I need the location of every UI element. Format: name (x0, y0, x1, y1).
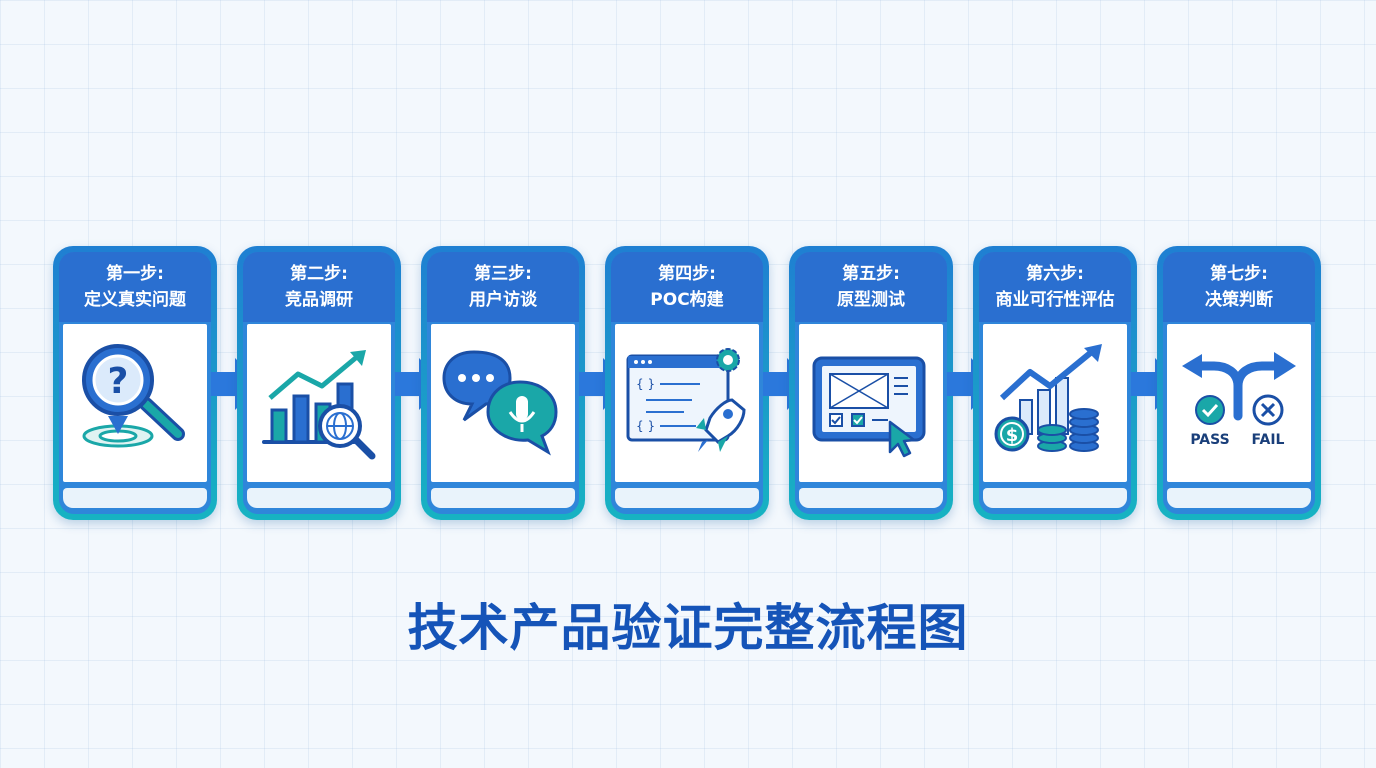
step-2-body (247, 324, 391, 482)
step-4-number: 第四步: (658, 264, 716, 284)
magnifier-question-icon: ? (82, 344, 185, 448)
currency-symbol: $ (1006, 425, 1019, 446)
step-4-header: 第四步: POC构建 (611, 252, 763, 322)
step-6-name: 商业可行性评估 (995, 290, 1115, 310)
svg-text:?: ? (108, 361, 129, 402)
step-1-card: 第一步: 定义真实问题 ? (53, 246, 217, 520)
step-6-footer (983, 488, 1127, 508)
step-3-footer (431, 488, 575, 508)
code-rocket-icon: { } { } (626, 348, 746, 452)
step-3-card: 第三步: 用户访谈 (421, 246, 585, 520)
step-7-footer (1167, 488, 1311, 508)
flow-arrow-1-icon (211, 358, 261, 410)
step-3-name: 用户访谈 (469, 290, 537, 310)
step-7-name: 决策判断 (1205, 290, 1273, 310)
step-6-body: $ (983, 324, 1127, 482)
step-2-header: 第二步: 竞品调研 (243, 252, 395, 322)
step-4-body: { } { } (615, 324, 759, 482)
step-1-number: 第一步: (106, 264, 164, 284)
flow-arrow-4-icon (763, 358, 813, 410)
step-3-body (431, 324, 575, 482)
coins-growth-icon: $ (994, 344, 1102, 452)
step-6-header: 第六步: 商业可行性评估 (979, 252, 1131, 322)
chat-microphone-icon (442, 350, 558, 456)
step-2-card: 第二步: 竞品调研 (237, 246, 401, 520)
step-2-number: 第二步: (290, 264, 348, 284)
flow-arrow-2-icon (395, 358, 445, 410)
svg-text:{ }: { } (636, 377, 655, 391)
step-7-header: 第七步: 决策判断 (1163, 252, 1315, 322)
step-4-name: POC构建 (650, 290, 724, 310)
step-7-card: 第七步: 决策判断 PASS FAIL (1157, 246, 1321, 520)
step-3-header: 第三步: 用户访谈 (427, 252, 579, 322)
step-7-number: 第七步: (1210, 264, 1268, 284)
pass-label: PASS (1190, 432, 1229, 448)
tablet-wireframe-icon (812, 356, 926, 458)
step-1-body: ? (63, 324, 207, 482)
flow-arrow-3-icon (579, 358, 629, 410)
step-6-card: 第六步: 商业可行性评估 (973, 246, 1137, 520)
step-2-footer (247, 488, 391, 508)
step-5-number: 第五步: (842, 264, 900, 284)
step-4-footer (615, 488, 759, 508)
step-5-body (799, 324, 943, 482)
flow-arrow-5-icon (947, 358, 997, 410)
step-1-header: 第一步: 定义真实问题 (59, 252, 211, 322)
flow-arrow-6-icon (1131, 358, 1181, 410)
fail-label: FAIL (1252, 432, 1285, 448)
fork-decision-icon: PASS FAIL (1182, 352, 1296, 448)
step-1-footer (63, 488, 207, 508)
step-5-name: 原型测试 (837, 290, 905, 310)
step-7-body: PASS FAIL (1167, 324, 1311, 482)
step-1-name: 定义真实问题 (84, 290, 186, 310)
step-5-card: 第五步: 原型测试 (789, 246, 953, 520)
step-6-number: 第六步: (1026, 264, 1084, 284)
step-4-card: 第四步: POC构建 { } { } (605, 246, 769, 520)
step-5-footer (799, 488, 943, 508)
diagram-title: 技术产品验证完整流程图 (407, 599, 969, 657)
step-5-header: 第五步: 原型测试 (795, 252, 947, 322)
svg-text:{ }: { } (636, 419, 655, 433)
chart-globe-icon (262, 350, 376, 460)
step-3-number: 第三步: (474, 264, 532, 284)
step-2-name: 竞品调研 (285, 290, 353, 310)
